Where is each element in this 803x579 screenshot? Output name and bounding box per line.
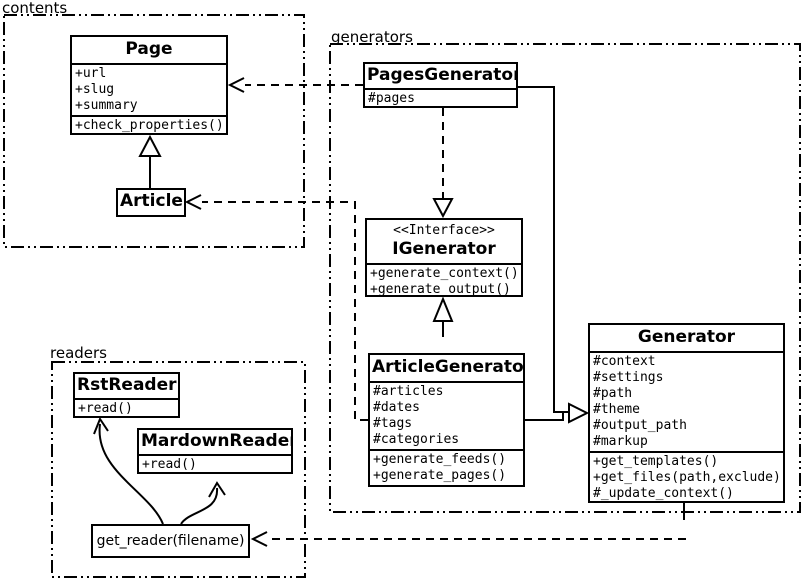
method: +check_properties() [75, 118, 224, 133]
arrow-getreader-to-rstreader [93, 416, 164, 525]
package-label-readers: readers [50, 344, 107, 362]
class-box-articlegenerator: ArticleGenerator #articles #dates #tags … [368, 353, 525, 487]
class-name-page: Page [125, 39, 173, 59]
method: +get_templates() [593, 454, 719, 469]
method: #_update_context() [593, 486, 734, 501]
package-border-contents [3, 14, 305, 248]
class-name-generator: Generator [637, 327, 736, 347]
function-box-get-reader: get_reader(filename) [91, 524, 250, 558]
method: +generate_output() [370, 282, 511, 297]
attribute: +summary [75, 98, 138, 113]
class-box-mardownreader: MardownReader +read() [137, 428, 293, 474]
methods-compartment: +read() [139, 454, 291, 472]
package-borders [3, 14, 801, 578]
arrow-getreader-to-mardownreader [180, 481, 226, 525]
attributes-compartment: #articles #dates #tags #categories [370, 381, 523, 449]
attribute: #path [593, 386, 633, 401]
attribute: #tags [373, 416, 413, 431]
attribute: #dates [373, 400, 420, 415]
methods-compartment: +read() [75, 398, 178, 416]
class-name-igenerator: IGenerator [392, 239, 496, 259]
attribute: #pages [368, 91, 415, 106]
class-name-mardownreader: MardownReader [141, 431, 293, 451]
attribute: #output_path [593, 418, 687, 433]
class-name-article: Article [120, 191, 183, 211]
attribute: #context [593, 354, 656, 369]
methods-compartment: +generate_context() +generate_output() [367, 263, 521, 297]
class-name-rstreader: RstReader [77, 375, 177, 395]
class-box-rstreader: RstReader +read() [73, 372, 180, 418]
method: +read() [142, 457, 197, 472]
methods-compartment: +check_properties() [72, 115, 226, 133]
class-box-generator: Generator #context #settings #path #them… [588, 323, 785, 503]
package-border-generators [329, 43, 801, 513]
method: +generate_context() [370, 266, 519, 281]
attributes-compartment: #context #settings #path #theme #output_… [590, 351, 783, 451]
method: +read() [78, 401, 133, 416]
attribute: +url [75, 66, 107, 81]
realization-pagesgenerator-to-igenerator [432, 108, 454, 219]
attribute: #settings [593, 370, 664, 385]
class-name-articlegenerator: ArticleGenerator [372, 357, 525, 377]
method: +generate_pages() [373, 468, 507, 483]
attribute: +slug [75, 82, 115, 97]
package-label-generators: generators [331, 28, 413, 46]
attribute: #articles [373, 384, 444, 399]
class-box-pagesgenerator: PagesGenerator #pages [363, 62, 518, 108]
class-box-article: Article [116, 188, 186, 217]
package-border-readers [51, 361, 306, 578]
dependency-articlegenerator-to-article [184, 194, 368, 421]
attribute: #categories [373, 432, 460, 447]
method: +generate_feeds() [373, 452, 507, 467]
class-box-page: Page +url +slug +summary +check_properti… [70, 35, 228, 135]
generalization-article-to-page [138, 134, 162, 188]
attribute: #markup [593, 434, 648, 449]
function-label: get_reader(filename) [96, 533, 245, 549]
attributes-compartment: +url +slug +summary [72, 63, 226, 115]
generalization-articlegenerator-to-igenerator [432, 296, 454, 337]
method: +get_files(path,exclude) [593, 470, 781, 485]
attribute: #theme [593, 402, 640, 417]
class-box-igenerator: <<Interface>> IGenerator +generate_conte… [365, 218, 523, 297]
attributes-compartment: #pages [365, 88, 516, 106]
dependency-generator-to-getreader [250, 503, 686, 547]
methods-compartment: +generate_feeds() +generate_pages() [370, 449, 523, 485]
methods-compartment: +get_templates() +get_files(path,exclude… [590, 451, 783, 501]
dependency-pagesgenerator-to-page [227, 77, 363, 93]
class-name-pagesgenerator: PagesGenerator [367, 65, 518, 85]
package-label-contents: contents [2, 0, 68, 17]
class-stereotype: <<Interface>> [393, 223, 495, 238]
generalization-to-generator [518, 86, 590, 424]
